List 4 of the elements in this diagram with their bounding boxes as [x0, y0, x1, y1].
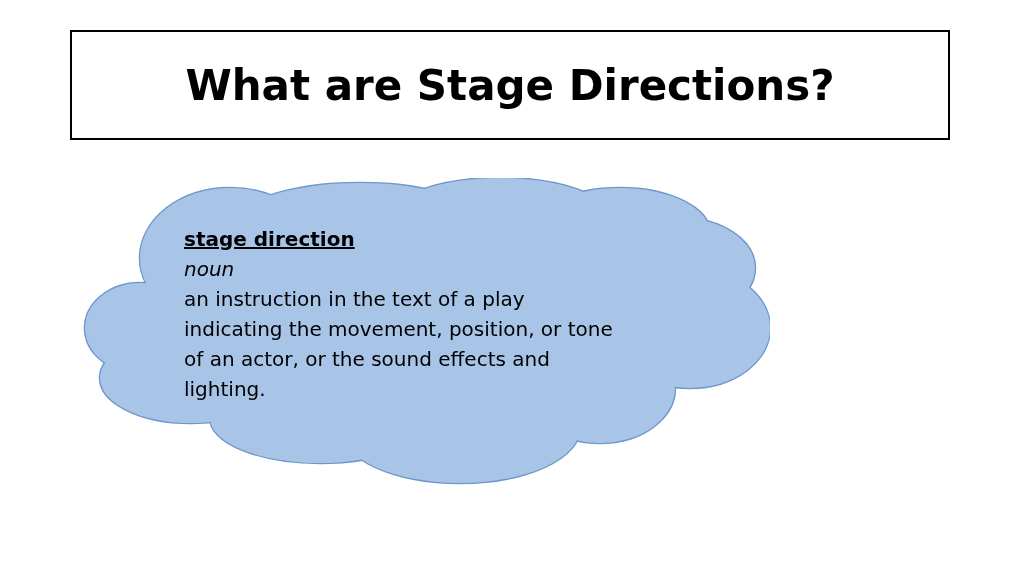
- term-heading: stage direction: [184, 226, 355, 253]
- definition-text: an instruction in the text of a play indicating the movement, position, or tone of an actor, or the sound effects and lighting.: [184, 286, 614, 403]
- title-heading: What are Stage Directions?: [70, 30, 950, 140]
- word-class: noun: [184, 256, 235, 283]
